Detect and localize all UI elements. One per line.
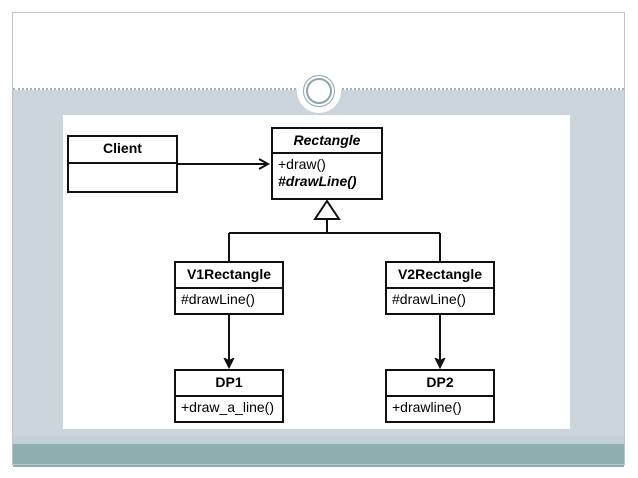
double-ring-circle-icon	[303, 75, 335, 107]
uml-class-name-v1rectangle: V1Rectangle	[176, 263, 282, 289]
slide-body-band-lower	[13, 436, 624, 444]
uml-members-client	[69, 164, 176, 190]
uml-member-v2rectangle-drawline: #drawLine()	[392, 291, 466, 307]
uml-class-dp2[interactable]: DP2 +drawline()	[385, 369, 495, 423]
uml-class-name-client: Client	[69, 137, 176, 164]
uml-class-client[interactable]: Client	[67, 135, 178, 193]
uml-class-rectangle[interactable]: Rectangle +draw() #drawLine()	[271, 127, 383, 200]
uml-class-v2rectangle[interactable]: V2Rectangle #drawLine()	[385, 261, 495, 315]
uml-member-v1rectangle-drawline: #drawLine()	[181, 291, 255, 307]
uml-class-v1rectangle[interactable]: V1Rectangle #drawLine()	[174, 261, 284, 315]
uml-member-dp1-draw-a-line: +draw_a_line()	[181, 399, 274, 415]
uml-class-name-dp1: DP1	[176, 371, 282, 397]
slide-footer-bar	[13, 444, 624, 467]
uml-members-dp1: +draw_a_line()	[176, 397, 282, 419]
double-ring-circle-inner-icon	[306, 78, 332, 104]
uml-member-rectangle-drawline: #drawLine()	[278, 173, 357, 189]
uml-class-name-v2rectangle: V2Rectangle	[387, 263, 493, 289]
uml-class-name-dp2: DP2	[387, 371, 493, 397]
uml-members-rectangle: +draw() #drawLine()	[273, 154, 381, 193]
uml-member-rectangle-draw: +draw()	[278, 156, 326, 172]
uml-member-dp2-drawline: +drawline()	[392, 399, 462, 415]
uml-members-v1rectangle: #drawLine()	[176, 289, 282, 311]
uml-class-name-rectangle: Rectangle	[273, 129, 381, 154]
uml-members-v2rectangle: #drawLine()	[387, 289, 493, 311]
uml-class-dp1[interactable]: DP1 +draw_a_line()	[174, 369, 284, 423]
uml-members-dp2: +drawline()	[387, 397, 493, 419]
